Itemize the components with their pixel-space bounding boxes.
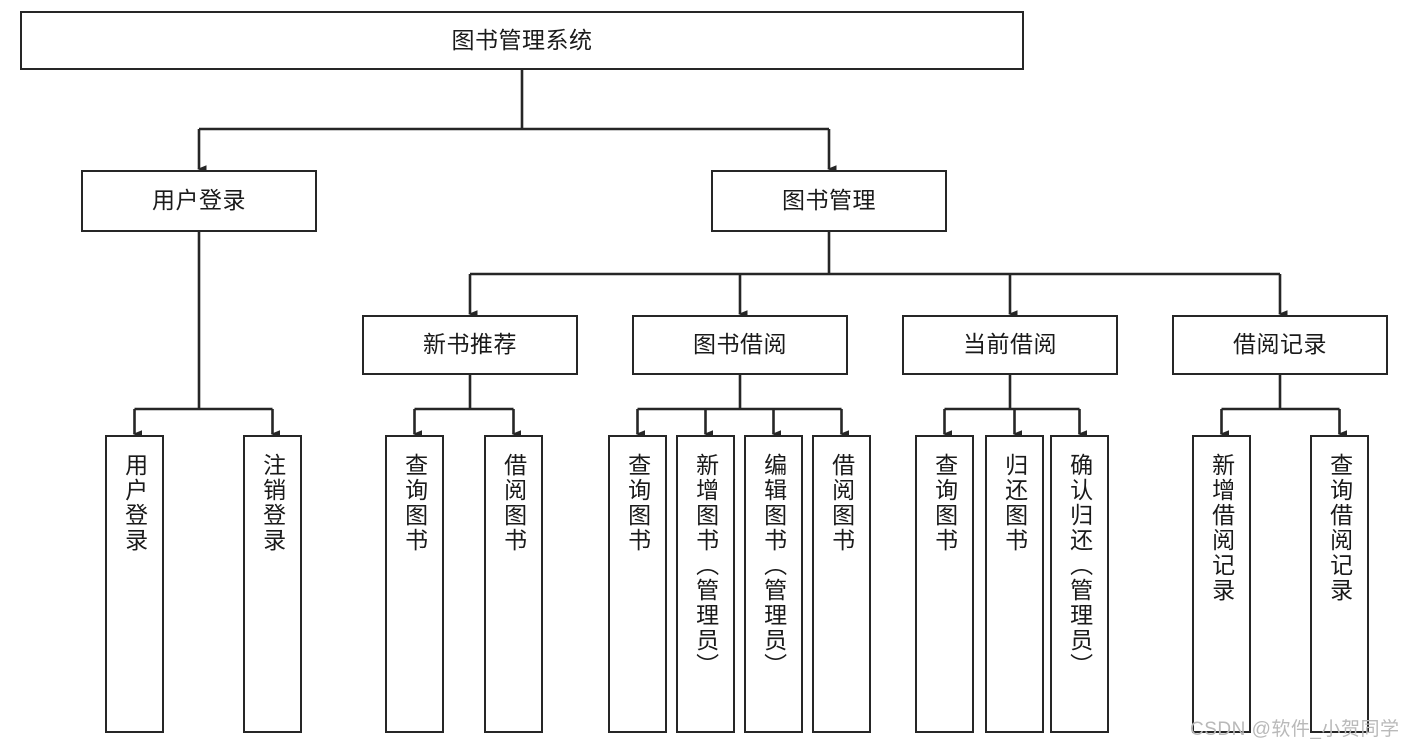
node-label: 编辑图书（管理员） — [760, 453, 787, 678]
node-newbook[interactable]: 新书推荐 — [362, 315, 578, 375]
node-label: 注销登录 — [259, 453, 286, 553]
node-leaf-login-2[interactable]: 注销登录 — [243, 435, 302, 733]
node-label: 查询图书 — [624, 453, 651, 553]
node-label: 借阅图书 — [828, 453, 855, 553]
node-label: 借阅记录 — [1233, 331, 1327, 358]
node-label: 查询图书 — [931, 453, 958, 553]
node-label: 用户登录 — [121, 453, 148, 553]
node-label: 图书借阅 — [693, 331, 787, 358]
node-label: 借阅图书 — [500, 453, 527, 553]
node-root[interactable]: 图书管理系统 — [20, 11, 1024, 70]
node-leaf-new-1[interactable]: 查询图书 — [385, 435, 444, 733]
node-login[interactable]: 用户登录 — [81, 170, 317, 232]
node-records[interactable]: 借阅记录 — [1172, 315, 1388, 375]
node-leaf-new-2[interactable]: 借阅图书 — [484, 435, 543, 733]
node-label: 查询借阅记录 — [1326, 453, 1353, 603]
node-bookmgmt[interactable]: 图书管理 — [711, 170, 947, 232]
node-label: 当前借阅 — [963, 331, 1057, 358]
connector-lines — [132, 70, 1348, 438]
node-leaf-cur-1[interactable]: 查询图书 — [915, 435, 974, 733]
node-leaf-borrow-3[interactable]: 编辑图书（管理员） — [744, 435, 803, 733]
node-label: 图书管理系统 — [451, 26, 593, 53]
node-leaf-borrow-2[interactable]: 新增图书（管理员） — [676, 435, 735, 733]
node-label: 确认归还（管理员） — [1066, 453, 1093, 678]
node-label: 用户登录 — [152, 187, 246, 214]
node-leaf-cur-3[interactable]: 确认归还（管理员） — [1050, 435, 1109, 733]
node-current[interactable]: 当前借阅 — [902, 315, 1118, 375]
node-label: 查询图书 — [401, 453, 428, 553]
node-leaf-login-1[interactable]: 用户登录 — [105, 435, 164, 733]
node-label: 新增图书（管理员） — [692, 453, 719, 678]
node-label: 归还图书 — [1001, 453, 1028, 553]
node-borrow[interactable]: 图书借阅 — [632, 315, 848, 375]
node-leaf-rec-2[interactable]: 查询借阅记录 — [1310, 435, 1369, 733]
node-leaf-rec-1[interactable]: 新增借阅记录 — [1192, 435, 1251, 733]
node-leaf-borrow-1[interactable]: 查询图书 — [608, 435, 667, 733]
node-leaf-borrow-4[interactable]: 借阅图书 — [812, 435, 871, 733]
node-label: 新增借阅记录 — [1208, 453, 1235, 603]
node-label: 图书管理 — [782, 187, 876, 214]
node-leaf-cur-2[interactable]: 归还图书 — [985, 435, 1044, 733]
node-label: 新书推荐 — [423, 331, 517, 358]
